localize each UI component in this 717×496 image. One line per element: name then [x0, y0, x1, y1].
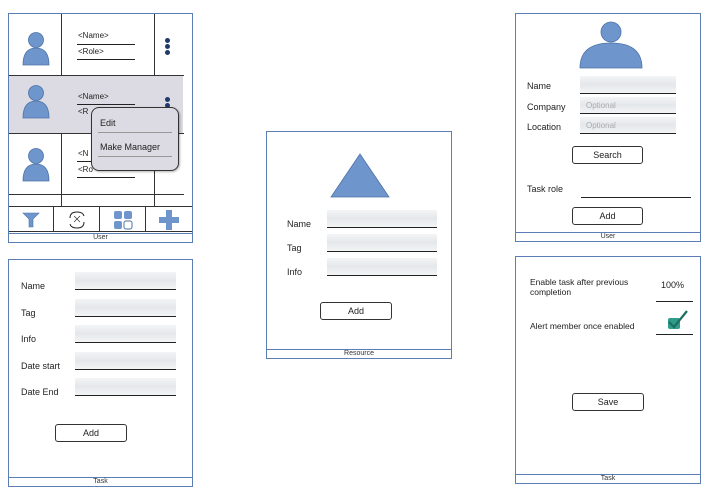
- date-end-label: Date End: [21, 387, 59, 397]
- enable-task-label: Enable task after previous completion: [530, 277, 629, 297]
- user-row[interactable]: <N <Ro: [9, 134, 183, 194]
- name-label: Name: [527, 81, 552, 91]
- row-divider: [9, 75, 184, 76]
- user-name: <Name>: [78, 31, 109, 40]
- name-field[interactable]: [580, 76, 676, 94]
- role-underline: [77, 177, 135, 178]
- user-row[interactable]: <Name> <Role>: [9, 14, 183, 75]
- user-role: <R: [78, 107, 89, 116]
- user-role: <Ro: [78, 165, 93, 174]
- task-form-panel: Name Tag Info Date start Date End Add Ta…: [8, 259, 193, 487]
- info-field[interactable]: [327, 258, 437, 276]
- user-list-panel: <Name> <Role> <Name> <R <N <Ro Edit Make…: [8, 13, 193, 243]
- filter-icon: [22, 212, 40, 227]
- save-button[interactable]: Save: [572, 393, 644, 411]
- task-role-field[interactable]: [581, 197, 691, 198]
- name-field[interactable]: [75, 272, 176, 290]
- menu-item-make-manager[interactable]: Make Manager: [100, 142, 161, 152]
- alert-member-underline: [656, 334, 693, 335]
- location-field[interactable]: Optional: [580, 117, 676, 134]
- user-row[interactable]: <Name> <R: [9, 76, 183, 133]
- enable-task-value[interactable]: 100%: [661, 280, 685, 290]
- add-button[interactable]: Add: [55, 424, 127, 442]
- tag-field[interactable]: [75, 299, 176, 317]
- menu-separator: [98, 156, 172, 157]
- tag-label: Tag: [287, 243, 302, 253]
- tag-label: Tag: [21, 308, 36, 318]
- grid-view-button[interactable]: [100, 207, 146, 232]
- bottom-toolbar: [9, 206, 192, 232]
- grid-icon: [113, 210, 132, 229]
- more-options-icon[interactable]: [165, 97, 170, 109]
- user-search-panel: Name Company Optional Location Optional …: [515, 13, 701, 242]
- avatar-icon: [22, 32, 50, 66]
- add-icon: [159, 209, 179, 230]
- menu-item-edit[interactable]: Edit: [100, 118, 116, 128]
- date-start-field[interactable]: [75, 352, 176, 370]
- avatar-icon: [22, 148, 50, 182]
- row-divider: [9, 194, 184, 195]
- panel-footer: Task: [9, 477, 192, 486]
- name-label: Name: [287, 219, 312, 229]
- date-start-label: Date start: [21, 361, 61, 371]
- filter-button[interactable]: [9, 207, 54, 232]
- sync-icon: [69, 210, 84, 229]
- company-label: Company: [527, 102, 566, 112]
- menu-separator: [98, 132, 172, 133]
- add-button[interactable]: [146, 207, 192, 232]
- date-end-field[interactable]: [75, 378, 176, 396]
- company-field[interactable]: Optional: [580, 97, 676, 114]
- name-underline: [77, 104, 135, 105]
- more-options-icon[interactable]: [165, 38, 170, 56]
- search-button[interactable]: Search: [572, 146, 643, 164]
- checkbox-checked-icon[interactable]: [665, 309, 689, 331]
- location-label: Location: [527, 122, 562, 132]
- panel-footer: User: [9, 233, 192, 242]
- resource-triangle-icon: [330, 153, 390, 198]
- user-role: <Role>: [78, 47, 104, 56]
- name-underline: [77, 44, 135, 45]
- name-label: Name: [21, 281, 46, 291]
- info-label: Info: [21, 334, 37, 344]
- name-field[interactable]: [327, 210, 437, 228]
- enable-task-underline: [656, 301, 693, 302]
- location-placeholder: Optional: [586, 121, 616, 130]
- context-menu: Edit Make Manager: [91, 107, 179, 171]
- avatar-icon: [579, 21, 643, 69]
- sync-button[interactable]: [54, 207, 100, 232]
- task-role-label: Task role: [527, 184, 564, 194]
- company-placeholder: Optional: [586, 101, 616, 110]
- user-name: <N: [78, 149, 89, 158]
- avatar-icon: [22, 85, 50, 119]
- task-settings-panel: Enable task after previous completion 10…: [515, 256, 701, 484]
- tag-field[interactable]: [327, 234, 437, 252]
- info-label: Info: [287, 267, 303, 277]
- info-field[interactable]: [75, 325, 176, 343]
- add-button[interactable]: Add: [572, 207, 643, 225]
- add-button[interactable]: Add: [320, 302, 392, 320]
- user-name: <Name>: [78, 92, 109, 101]
- panel-footer: Resource: [267, 349, 451, 358]
- alert-member-label: Alert member once enabled: [530, 321, 635, 331]
- resource-form-panel: Name Tag Info Add Resource: [266, 131, 452, 359]
- panel-footer: User: [516, 232, 700, 241]
- role-underline: [77, 59, 135, 60]
- panel-footer: Task: [516, 474, 700, 483]
